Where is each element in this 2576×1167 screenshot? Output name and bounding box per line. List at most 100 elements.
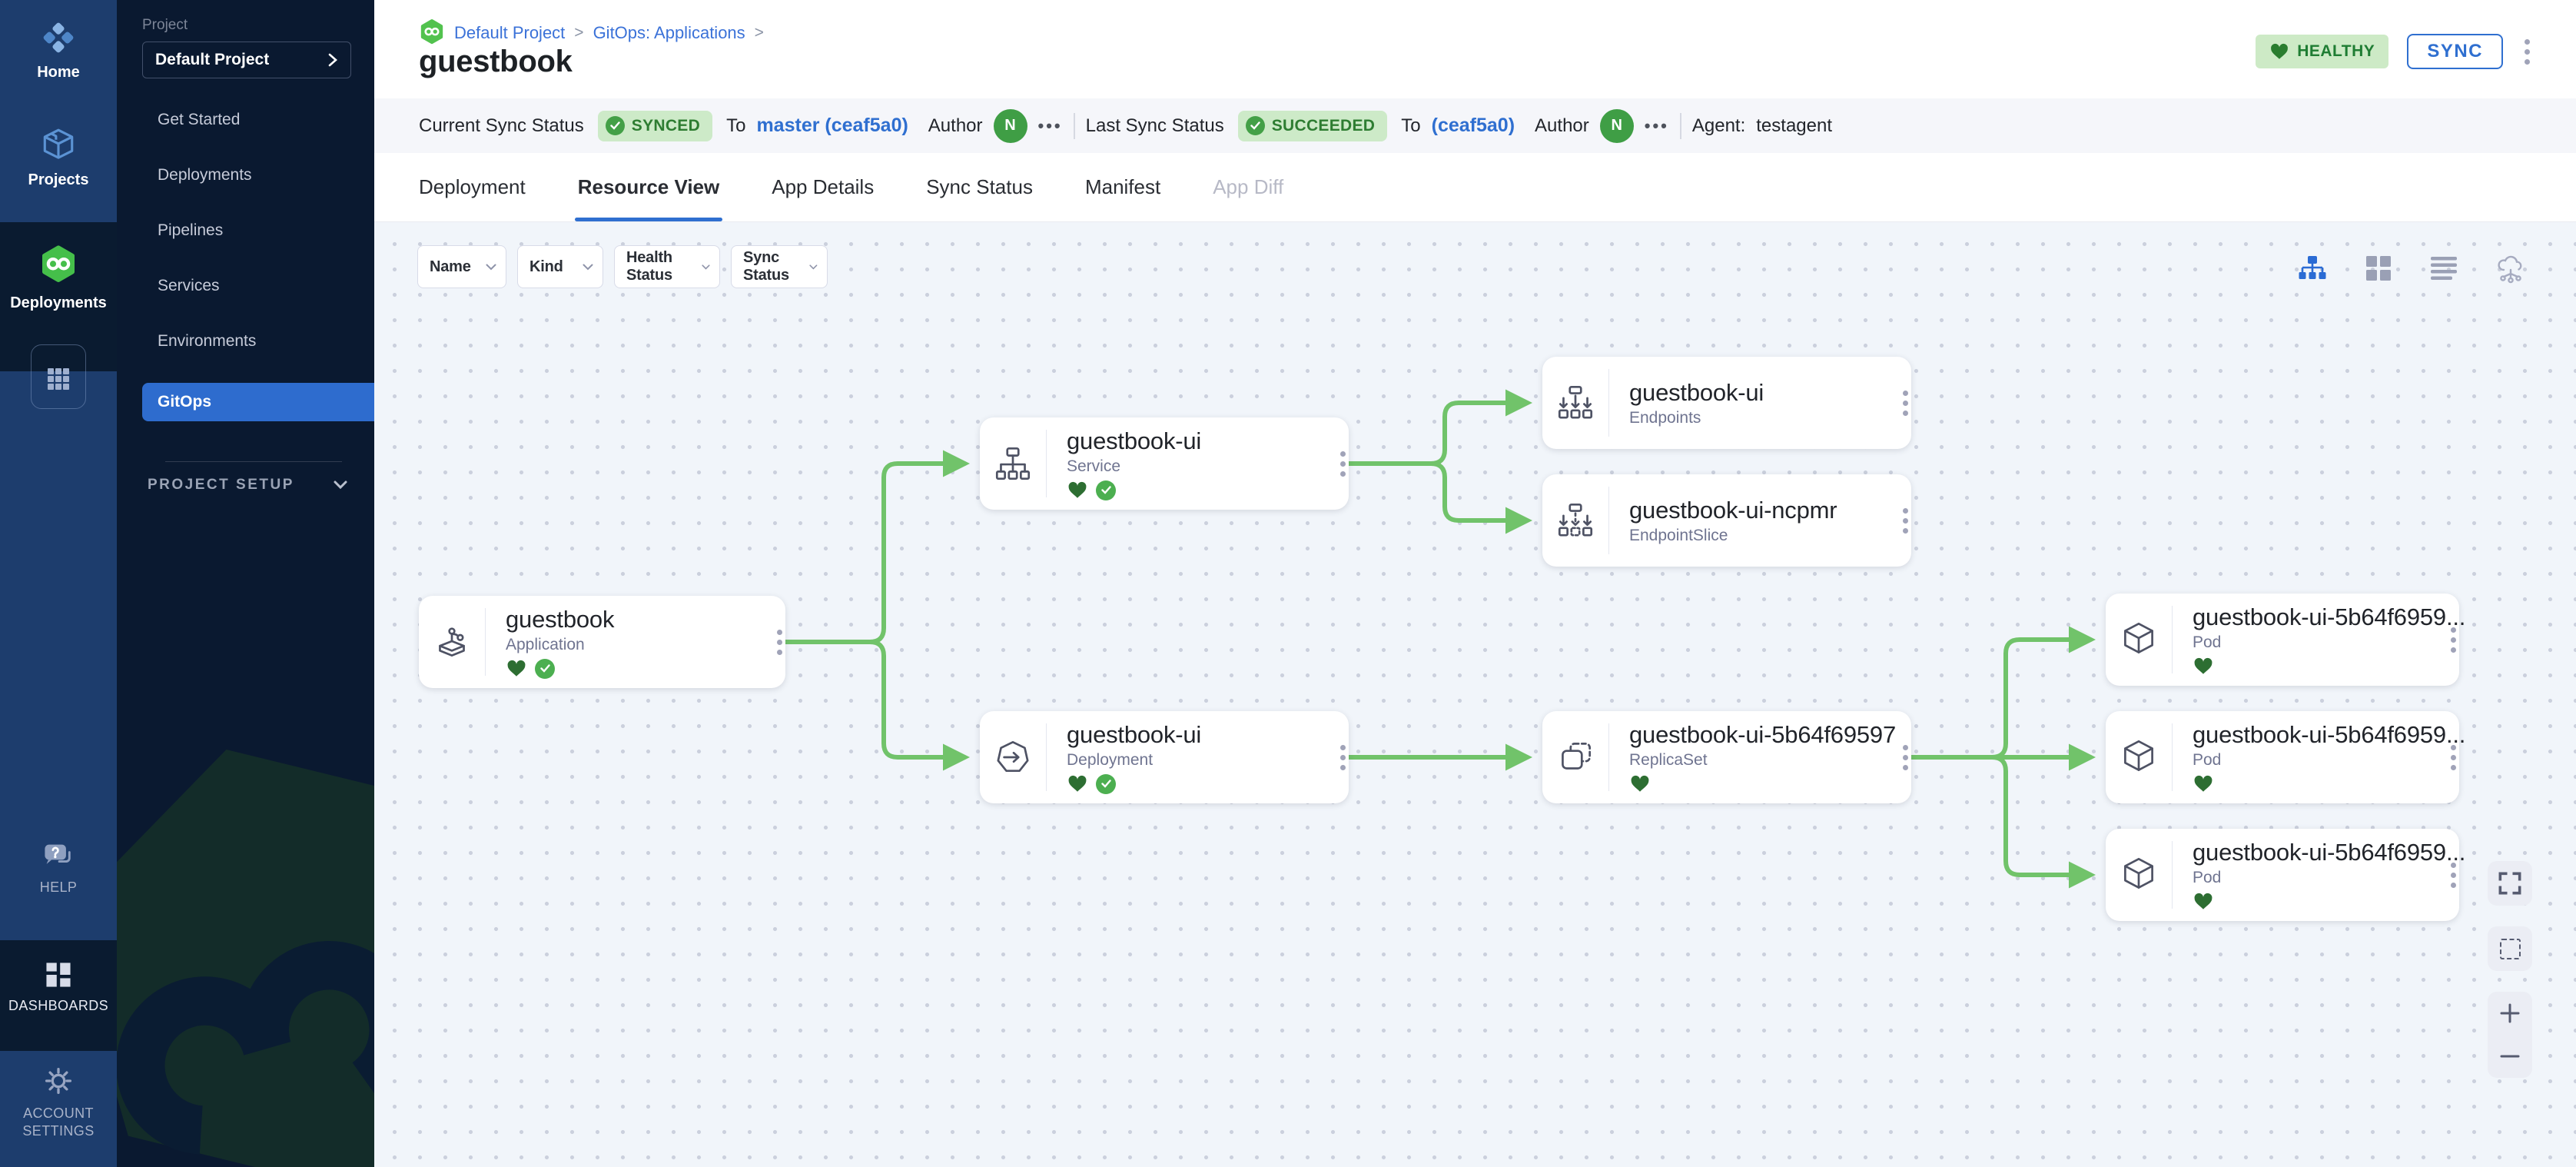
resource-node-pod[interactable]: guestbook-ui-5b64f6959... Pod: [2106, 711, 2465, 803]
filter-health-status-dropdown[interactable]: Health Status: [614, 245, 720, 288]
rail-item-account-settings[interactable]: ACCOUNT SETTINGS: [0, 1064, 117, 1141]
more-menu-dots[interactable]: •••: [1037, 115, 1063, 135]
chevron-down-icon: [583, 264, 593, 270]
sidebar-item-label: Environments: [158, 332, 257, 350]
fit-view-button[interactable]: [2488, 861, 2532, 906]
plus-icon: [2500, 1003, 2520, 1023]
divider: [1046, 430, 1047, 497]
node-name: guestbook-ui-5b64f6959...: [2193, 603, 2466, 630]
sidebar-item-deployments[interactable]: Deployments: [158, 158, 342, 192]
list-view-icon: [2431, 257, 2457, 280]
last-target-link[interactable]: (ceaf5a0): [1431, 115, 1515, 136]
node-menu-kebab[interactable]: [1337, 742, 1349, 773]
rail-item-dashboards[interactable]: DASHBOARDS: [0, 959, 117, 1015]
node-menu-kebab[interactable]: [1900, 742, 1911, 773]
list-view-toggle[interactable]: [2428, 254, 2459, 283]
grid-view-toggle[interactable]: [2364, 254, 2393, 283]
node-menu-kebab[interactable]: [2448, 859, 2459, 891]
tree-view-icon: [2299, 256, 2326, 279]
resource-node-pod[interactable]: guestbook-ui-5b64f6959... Pod: [2106, 829, 2465, 921]
rail-item-label: HELP: [39, 879, 78, 895]
node-menu-kebab[interactable]: [2448, 624, 2459, 656]
resource-node-replicaset[interactable]: guestbook-ui-5b64f69597 ReplicaSet: [1542, 711, 1911, 803]
rail-item-label: Home: [37, 64, 80, 81]
node-name: guestbook-ui-ncpmr: [1629, 496, 1837, 524]
author-avatar[interactable]: N: [993, 108, 1027, 143]
select-area-button[interactable]: [2488, 926, 2532, 971]
resource-tree-canvas[interactable]: Name Kind Health Status Sync Status: [374, 222, 2576, 1167]
node-menu-kebab[interactable]: [774, 627, 785, 658]
last-sync-status-label: Last Sync Status: [1085, 115, 1224, 136]
filter-name-dropdown[interactable]: Name: [417, 245, 506, 288]
network-view-toggle[interactable]: [2495, 253, 2527, 284]
sidebar-item-gitops[interactable]: GitOps: [142, 383, 374, 421]
synced-check-icon: [1096, 480, 1116, 500]
filter-kind-dropdown[interactable]: Kind: [517, 245, 603, 288]
resource-node-deployment[interactable]: guestbook-ui Deployment: [980, 711, 1349, 803]
healthy-heart-icon: [1068, 775, 1087, 792]
home-icon: [43, 22, 74, 53]
resource-node-service[interactable]: guestbook-ui Service: [980, 417, 1349, 510]
rail-item-home[interactable]: Home: [0, 18, 117, 81]
dashboards-icon: [46, 963, 71, 987]
zoom-out-button[interactable]: [2488, 1035, 2532, 1078]
healthy-heart-icon: [1631, 775, 1649, 792]
tab-sync-status[interactable]: Sync Status: [926, 175, 1033, 198]
breadcrumb-separator: >: [574, 24, 584, 42]
node-menu-kebab[interactable]: [1337, 448, 1349, 480]
zoom-in-button[interactable]: [2488, 992, 2532, 1035]
more-menu-dots[interactable]: •••: [1644, 115, 1669, 135]
service-icon: [980, 444, 1046, 483]
sidebar-divider: [165, 461, 342, 462]
tree-view-toggle[interactable]: [2296, 253, 2329, 284]
sidebar-item-get-started[interactable]: Get Started: [158, 103, 342, 137]
node-kind: Pod: [2193, 633, 2222, 651]
author-label: Author: [1535, 115, 1589, 136]
sidebar-item-pipelines[interactable]: Pipelines: [158, 214, 342, 248]
node-menu-kebab[interactable]: [2448, 742, 2459, 773]
breadcrumb-applications-link[interactable]: GitOps: Applications: [593, 23, 745, 42]
node-info: guestbook-ui Deployment: [1047, 721, 1337, 794]
rail-item-deployments[interactable]: Deployments: [0, 244, 117, 312]
current-target-link[interactable]: master (ceaf5a0): [756, 115, 908, 136]
filter-sync-status-dropdown[interactable]: Sync Status: [731, 245, 828, 288]
resource-node-endpointslice[interactable]: guestbook-ui-ncpmr EndpointSlice: [1542, 474, 1911, 567]
node-menu-kebab[interactable]: [1900, 505, 1911, 537]
sidebar-item-label: Services: [158, 277, 220, 294]
node-menu-kebab[interactable]: [1900, 387, 1911, 419]
tab-manifest[interactable]: Manifest: [1084, 175, 1161, 198]
zoom-control: [2488, 992, 2532, 1078]
resource-node-endpoints[interactable]: guestbook-ui Endpoints: [1542, 357, 1911, 449]
deployment-icon: [980, 738, 1046, 776]
project-selector[interactable]: Default Project: [142, 42, 351, 78]
gear-icon: [45, 1067, 72, 1095]
tab-resource-view[interactable]: Resource View: [574, 153, 722, 221]
current-sync-status-label: Current Sync Status: [419, 115, 584, 136]
node-status-icons: [2193, 774, 2448, 793]
sync-button[interactable]: SYNC: [2407, 34, 2503, 69]
divider: [1608, 723, 1609, 791]
node-status-icons: [2193, 892, 2448, 911]
rail-item-projects[interactable]: Projects: [0, 126, 117, 189]
view-toggle-group: [2296, 253, 2527, 284]
selection-box-icon: [2499, 938, 2521, 959]
sidebar-item-label: Pipelines: [158, 221, 224, 239]
node-info: guestbook-ui-5b64f6959... Pod: [2173, 721, 2465, 793]
node-info: guestbook-ui Endpoints: [1609, 379, 1900, 427]
author-avatar[interactable]: N: [1599, 108, 1634, 143]
rail-item-help[interactable]: HELP: [0, 841, 117, 896]
sidebar-item-environments[interactable]: Environments: [158, 324, 342, 358]
sidebar-item-services[interactable]: Services: [158, 269, 342, 303]
tab-deployment[interactable]: Deployment: [419, 175, 526, 198]
app-menu-kebab[interactable]: [2521, 36, 2533, 68]
divider: [1608, 369, 1609, 437]
tab-app-details[interactable]: App Details: [772, 175, 875, 198]
project-setup-toggle[interactable]: PROJECT SETUP: [148, 477, 347, 494]
resource-node-pod[interactable]: guestbook-ui-5b64f6959... Pod: [2106, 593, 2466, 686]
breadcrumb-project-link[interactable]: Default Project: [454, 23, 566, 42]
breadcrumb: Default Project > GitOps: Applications >: [419, 18, 764, 48]
node-info: guestbook-ui-ncpmr EndpointSlice: [1609, 497, 1900, 545]
resource-node-application[interactable]: guestbook Application: [419, 596, 785, 688]
module-launcher-button[interactable]: [31, 344, 86, 409]
